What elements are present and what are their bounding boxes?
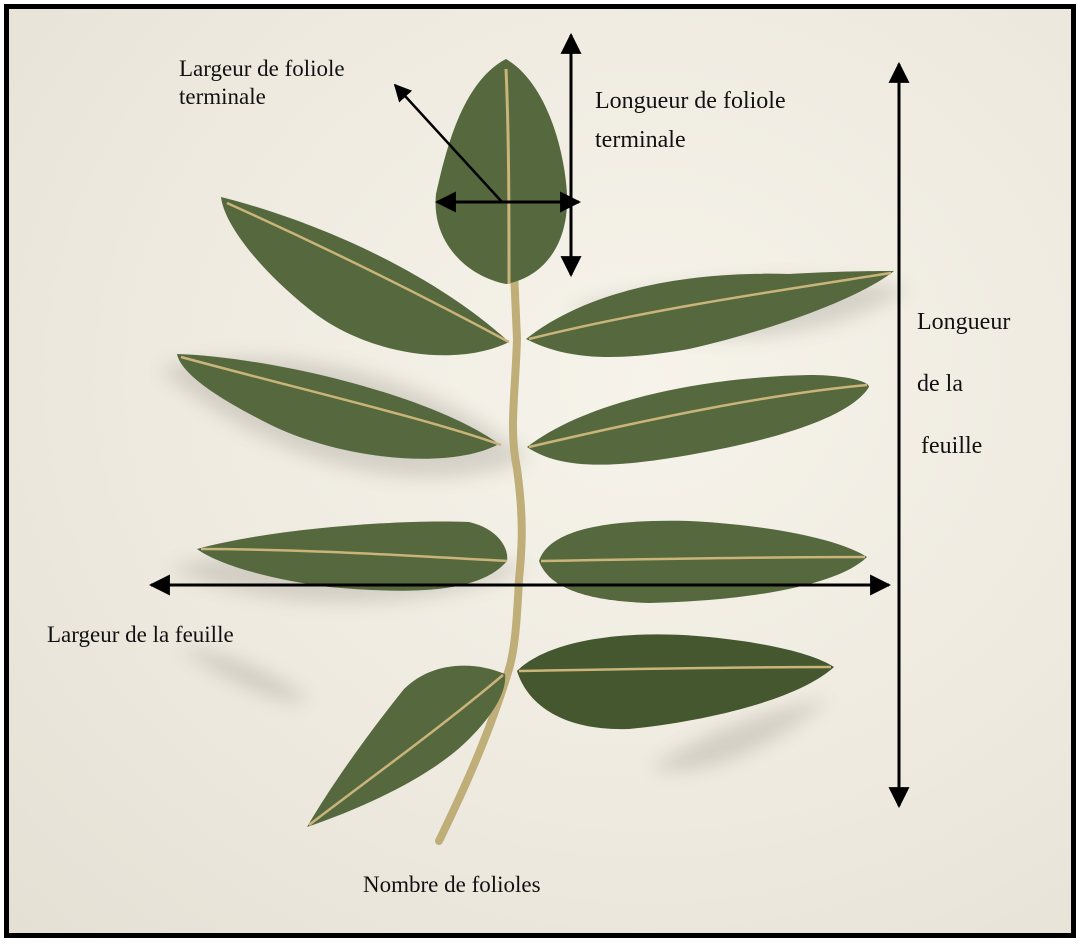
figure-frame: Largeur de foliole terminale Longueur de… — [4, 4, 1076, 938]
terminal-length-label-line2: terminale — [595, 126, 786, 155]
terminal-width-label-line2: terminale — [179, 83, 345, 111]
terminal-leaflet — [436, 59, 568, 284]
leaflet-bottom-left — [307, 666, 505, 827]
terminal-length-label-line1: Longueur de foliole — [595, 87, 786, 116]
leaf-length-label-line2: de la — [917, 353, 1010, 415]
terminal-width-label: Largeur de foliole terminale — [179, 55, 345, 110]
terminal-width-label-line1: Largeur de foliole — [179, 55, 345, 83]
leaflet-count-label: Nombre de folioles — [363, 871, 541, 899]
leaflet-mid-right — [527, 375, 869, 465]
terminal-length-label: Longueur de foliole terminale — [595, 87, 786, 155]
leaf-length-label: Longueur de la feuille — [917, 291, 1010, 477]
leaf-length-label-line3: feuille — [917, 415, 1010, 477]
leaf-length-label-line1: Longueur — [917, 291, 1010, 353]
leaf-width-label: Largeur de la feuille — [47, 621, 234, 649]
leaflet-lower-right — [539, 521, 867, 603]
leaf-illustration — [9, 9, 1076, 938]
